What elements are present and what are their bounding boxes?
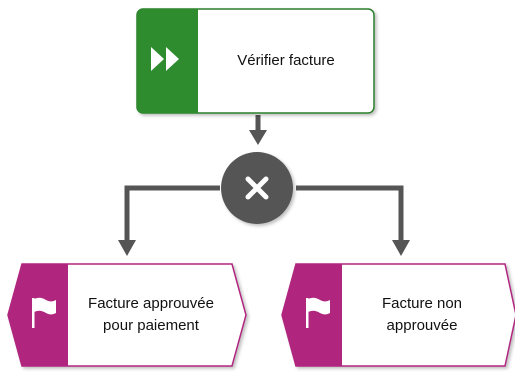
flag-icon — [306, 297, 330, 328]
arrowhead-down-right — [392, 240, 410, 256]
event-shape-not-approved[interactable] — [281, 263, 515, 367]
arrow-heads — [118, 130, 410, 256]
event-label-approved: Facture approuvée pour paiement — [68, 264, 234, 366]
function-label: Vérifier facture — [200, 9, 372, 113]
arrow-connector-to-event-left — [124, 185, 220, 242]
arrowhead-down-left — [118, 240, 136, 256]
flow-arrows — [124, 115, 404, 242]
flag-icon — [32, 297, 56, 328]
function-label-text: Vérifier facture — [237, 52, 335, 69]
event-label-line1: Facture non — [381, 295, 463, 312]
xor-close-icon — [245, 176, 269, 200]
arrow-connector-to-event-right — [296, 185, 404, 242]
event-label-line2: pour paiement — [103, 317, 199, 334]
event-label-not-approved: Facture non approuvée — [342, 264, 502, 366]
arrowhead-down-center — [249, 130, 267, 145]
fast-forward-icon — [151, 47, 179, 71]
event-label-line2: approuvée — [386, 317, 458, 334]
event-label-line1: Facture approuvée — [88, 295, 214, 312]
event-shape-approved[interactable] — [7, 263, 247, 367]
